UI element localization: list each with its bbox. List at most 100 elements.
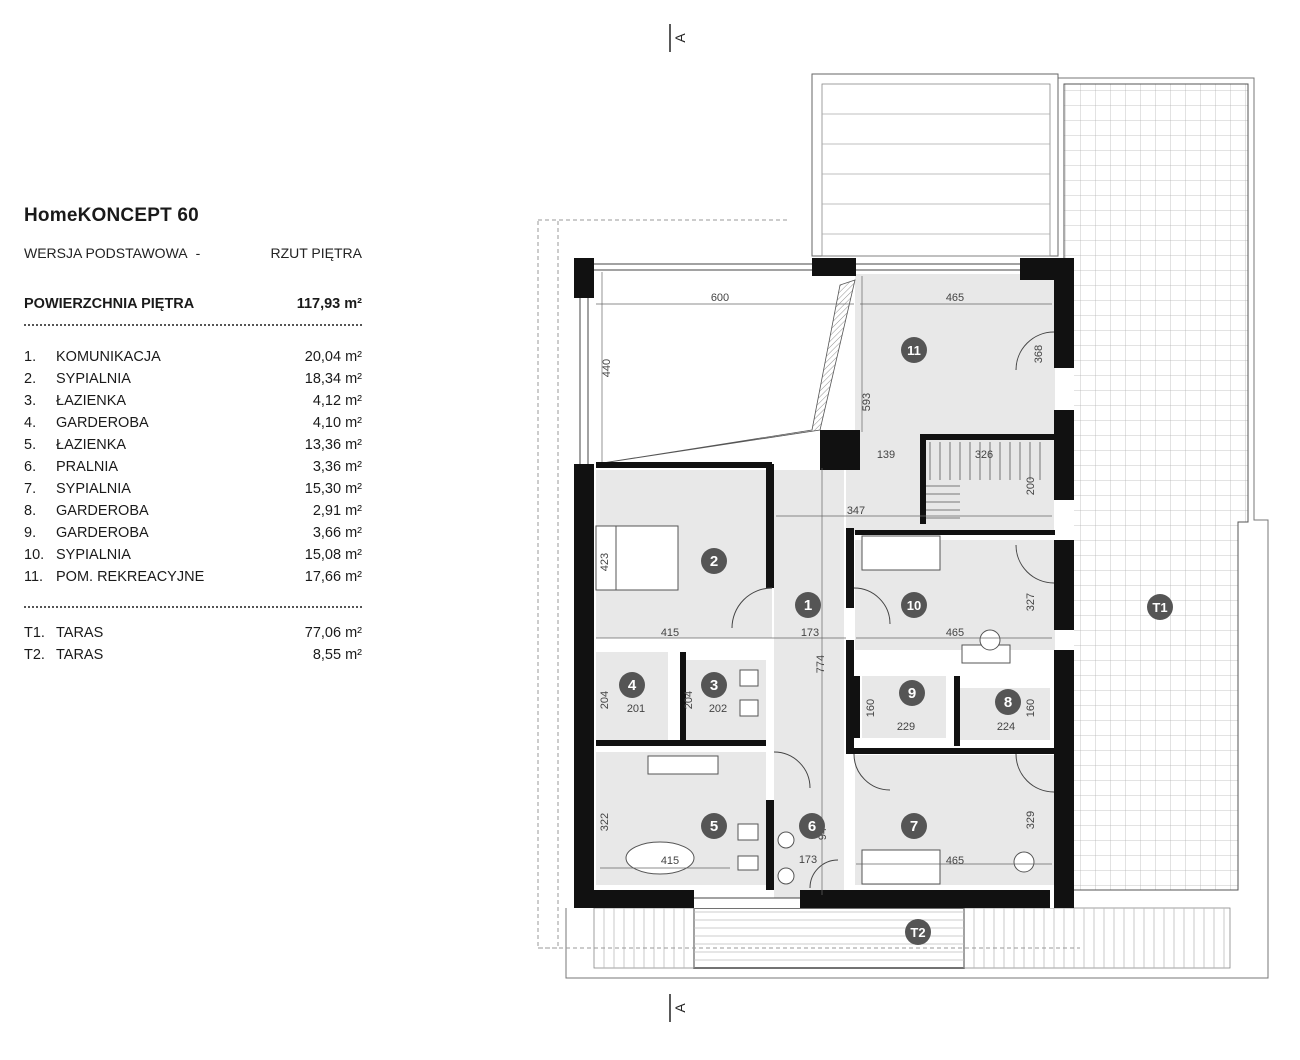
terrace-name: TARAS — [56, 625, 104, 641]
section-mark: A — [669, 994, 688, 1022]
room-area: 3,66 m² — [312, 525, 362, 541]
room-marker-circle — [799, 813, 825, 839]
room-area: 13,36 m² — [304, 437, 362, 453]
room-marker-circle — [901, 337, 927, 363]
room-row: 10. SYPIALNIA 15,08 m² — [24, 544, 362, 566]
divider — [24, 324, 362, 326]
project-title: HomeKONCEPT 60 — [24, 205, 199, 226]
fixtures — [595, 525, 1035, 885]
room-num: 2. — [24, 371, 37, 387]
svg-text:A: A — [672, 33, 688, 43]
room-row: 6. PRALNIA 3,36 m² — [24, 456, 362, 478]
room-name: POM. REKREACYJNE — [56, 569, 205, 585]
room-marker-circle — [995, 689, 1021, 715]
room-area: 15,30 m² — [304, 481, 362, 497]
windows — [579, 263, 1020, 899]
room-name: GARDEROBA — [56, 525, 149, 541]
room-area: 17,66 m² — [304, 569, 362, 585]
room-name: GARDEROBA — [56, 415, 149, 431]
divider — [24, 606, 362, 608]
room-num: 9. — [24, 525, 37, 541]
walls — [574, 258, 1074, 908]
room-row: 4. GARDEROBA 4,10 m² — [24, 412, 362, 434]
stair-void — [595, 279, 856, 465]
bed — [861, 535, 941, 571]
room-num: 6. — [24, 459, 37, 475]
room-num: 4. — [24, 415, 37, 431]
room-name: PRALNIA — [56, 459, 119, 475]
floor-area-label: POWIERZCHNIA PIĘTRA — [24, 296, 195, 312]
room-num: 5. — [24, 437, 37, 453]
room-row: 9. GARDEROBA 3,66 m² — [24, 522, 362, 544]
floor-area-total: POWIERZCHNIA PIĘTRA 117,93 m² — [24, 296, 362, 312]
room-marker-label: 5 — [710, 818, 718, 835]
room-marker-circle — [619, 672, 645, 698]
separator: - — [195, 245, 201, 261]
room-marker-circle — [701, 548, 727, 574]
room-num: 1. — [24, 349, 37, 365]
room-name: KOMUNIKACJA — [56, 349, 161, 365]
room-area: 3,36 m² — [312, 459, 362, 475]
floor-area-value: 117,93 m² — [296, 296, 362, 312]
terrace-t2-slats — [603, 908, 1225, 968]
terrace-area: 77,06 m² — [304, 625, 362, 641]
bathtub — [625, 841, 695, 875]
room-marker-circle — [905, 919, 931, 945]
room-marker-circle — [701, 672, 727, 698]
pergola-inner — [821, 83, 1051, 257]
room-row: 11. POM. REKREACYJNE 17,66 m² — [24, 566, 362, 588]
room-marker-label: T1 — [1152, 600, 1167, 615]
room-marker-label: 7 — [910, 818, 918, 835]
room-marker-label: T2 — [910, 925, 925, 940]
room-row: 3. ŁAZIENKA 4,12 m² — [24, 390, 362, 412]
room-marker-circle — [1147, 594, 1173, 620]
room-name: SYPIALNIA — [56, 371, 131, 387]
room-area: 2,91 m² — [312, 503, 362, 519]
room-num: 8. — [24, 503, 37, 519]
room-marker-circle — [701, 813, 727, 839]
terrace-t1-outline — [565, 77, 1269, 979]
room-name: SYPIALNIA — [56, 547, 131, 563]
room-marker-label: 11 — [907, 343, 921, 358]
room-area: 18,34 m² — [304, 371, 362, 387]
room-marker-label: 9 — [908, 685, 916, 702]
room-row: 2. SYPIALNIA 18,34 m² — [24, 368, 362, 390]
terrace-area: 8,55 m² — [312, 647, 362, 663]
room-name: GARDEROBA — [56, 503, 149, 519]
roof-dashed — [538, 219, 1080, 949]
room-area: 4,10 m² — [312, 415, 362, 431]
section-mark: A — [669, 24, 688, 52]
room-num: 3. — [24, 393, 37, 409]
version-label: WERSJA PODSTAWOWA — [24, 245, 188, 261]
room-marker-label: 8 — [1004, 694, 1012, 711]
sink — [647, 755, 719, 775]
legend-panel: HomeKONCEPT 60 WERSJA PODSTAWOWA- RZUT P… — [24, 205, 362, 666]
room-marker-circle — [899, 680, 925, 706]
room-marker-label: 10 — [907, 598, 921, 613]
room-num: 7. — [24, 481, 37, 497]
room-marker-circle — [901, 813, 927, 839]
pergola-slats — [822, 113, 1050, 235]
room-area: 4,12 m² — [312, 393, 362, 409]
terrace-num: T2. — [24, 647, 45, 663]
room-num: 11. — [24, 569, 44, 585]
staircase — [926, 442, 1041, 519]
room-area: 20,04 m² — [304, 349, 362, 365]
room-marker-circle — [901, 592, 927, 618]
room-name: ŁAZIENKA — [56, 393, 127, 409]
view-label: RZUT PIĘTRA — [270, 245, 362, 261]
room-list: 1. KOMUNIKACJA 20,04 m² 2. SYPIALNIA 18,34 m²… — [24, 346, 362, 588]
room-marker-label: 1 — [804, 597, 812, 614]
room-area: 15,08 m² — [304, 547, 362, 563]
room-marker-label: 3 — [710, 677, 718, 694]
room-num: 10. — [24, 547, 45, 563]
bed — [595, 525, 679, 591]
room-row: 1. KOMUNIKACJA 20,04 m² — [24, 346, 362, 368]
room-marker-label: 4 — [628, 677, 637, 694]
room-marker-circle — [795, 592, 821, 618]
